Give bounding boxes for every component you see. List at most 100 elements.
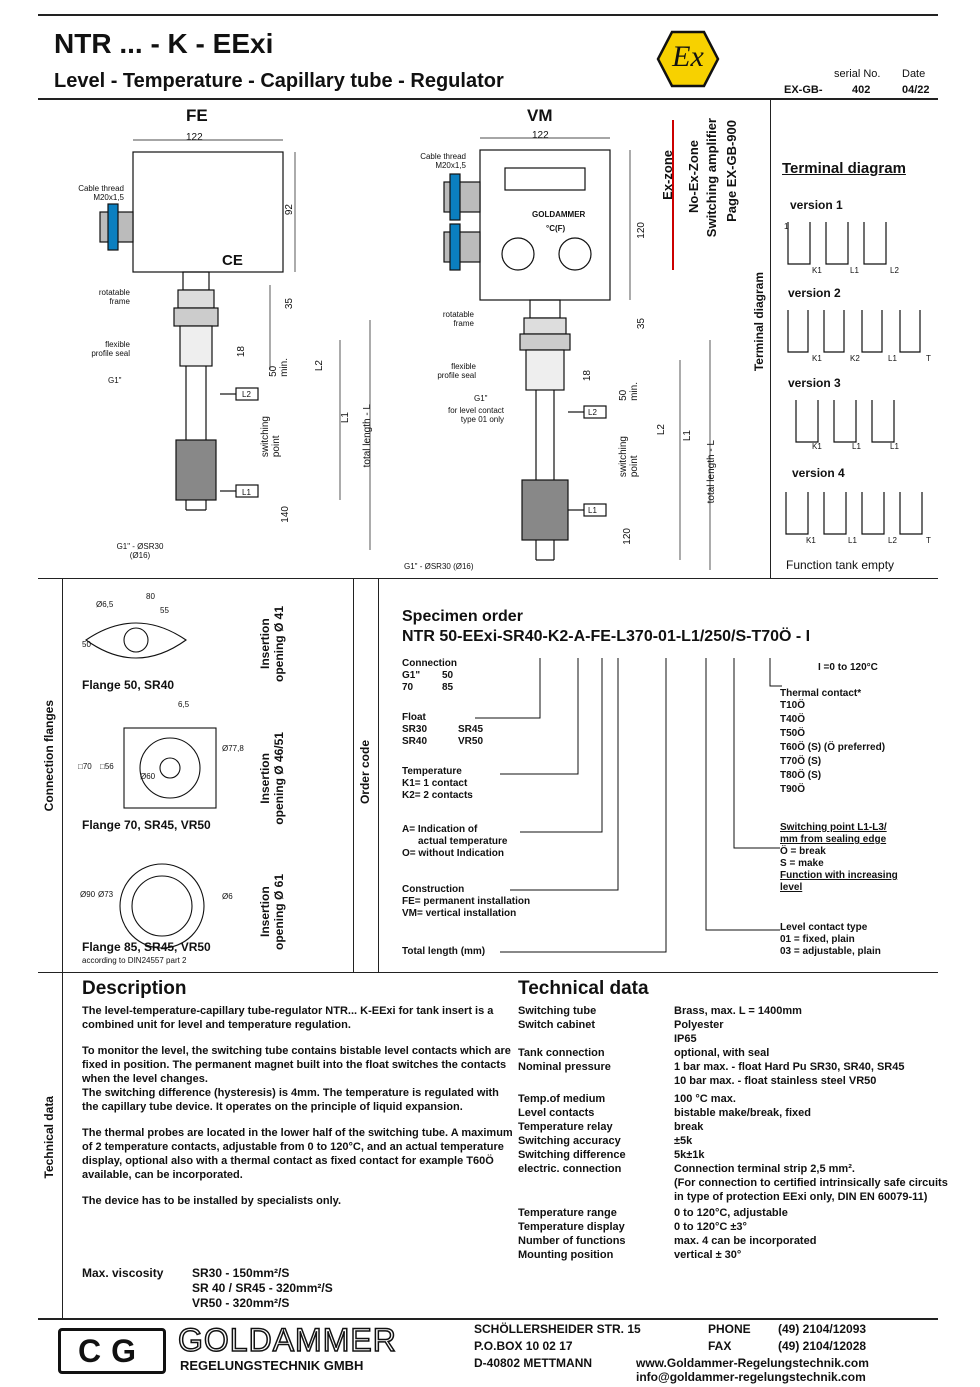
order-thermal-title: Thermal contact* <box>780 688 862 699</box>
order-thermal-t70: T70Ö (S) <box>780 756 822 767</box>
email-link[interactable]: info@goldammer-regelungstechnik.com <box>636 1370 866 1384</box>
website-link[interactable]: www.Goldammer-Regelungstechnik.com <box>636 1356 869 1370</box>
vm-flexible-seal: flexible profile seal <box>437 362 476 380</box>
fe-dim-92: 92 <box>284 204 295 216</box>
vm-dim-l2: L2 <box>656 424 667 436</box>
flange-85-label: Flange 85, SR45, VR50 <box>82 940 211 954</box>
order-indication-a: A= Indication of <box>402 824 478 835</box>
fax-label: FAX <box>708 1339 732 1353</box>
order-thermal-t10: T10Ö <box>780 700 806 711</box>
terminal-v2-contact-l1: L1 <box>888 354 897 363</box>
flange-70-opening: Insertion opening Ø 46/51 <box>258 732 286 825</box>
company-logo: CG <box>58 1328 166 1374</box>
description-paragraph-4: The device has to be installed by specia… <box>82 1195 341 1207</box>
fe-cable-thread: Cable thread M20x1,5 <box>78 184 124 202</box>
technical-title: Technical data <box>518 978 649 999</box>
order-thermal-t90: T90Ö <box>780 784 806 795</box>
fe-dim-140: 140 <box>280 506 291 523</box>
vm-g1-note: for level contact type 01 only <box>447 406 504 424</box>
flange-50-dim-hole: Ø6,5 <box>96 600 114 609</box>
phone-label: PHONE <box>708 1322 751 1336</box>
fe-l1-box: L1 <box>242 488 251 497</box>
order-connection-70: 70 <box>402 682 414 693</box>
order-level-contact-title: Level contact type <box>780 922 868 933</box>
order-indication-o: O= without Indication <box>402 848 504 859</box>
zone-page: Page EX-GB-900 <box>724 120 739 222</box>
vm-dim-120b: 120 <box>622 528 633 545</box>
vm-cable-thread: Cable thread M20x1,5 <box>420 152 466 170</box>
flange-70-dim-56: □56 <box>100 762 114 771</box>
flange-85-dim-90: Ø90 <box>80 890 96 899</box>
order-indication-actual: actual temperature <box>418 836 508 847</box>
flange-70-label: Flange 70, SR45, VR50 <box>82 818 211 832</box>
terminal-v1-contact-k1: K1 <box>812 266 822 275</box>
vm-dim-35: 35 <box>636 318 647 330</box>
terminal-v4-contact-t: T <box>926 536 931 545</box>
viscosity-row-3: VR50 - 320mm²/S <box>192 1296 290 1310</box>
fe-dim-50: 50 min. <box>268 358 290 377</box>
company-logo-text: CG <box>78 1332 146 1369</box>
flange-50-label: Flange 50, SR40 <box>82 678 175 692</box>
flange-85-dim-6: Ø6 <box>222 892 233 901</box>
date-value: 04/22 <box>902 84 930 96</box>
date-label: Date <box>902 68 926 80</box>
order-thermal-t40: T40Ö <box>780 714 806 725</box>
terminal-version-3: version 3 <box>788 376 841 390</box>
flange-70-dim-60: Ø60 <box>140 772 156 781</box>
description-paragraph-1: The level-temperature-capillary tube-reg… <box>82 1005 494 1031</box>
terminal-v3-contact-k1: K1 <box>812 442 822 451</box>
viscosity-row-1: SR30 - 150mm²/S <box>192 1266 290 1280</box>
vm-dim-l1: L1 <box>682 430 693 442</box>
order-level-contact-01: 01 = fixed, plain <box>780 934 855 945</box>
flange-50-dim-80: 80 <box>146 592 155 601</box>
order-thermal-t50: T50Ö <box>780 728 806 739</box>
terminal-v3-contact-l1: L1 <box>852 442 861 451</box>
terminal-v4-contact-l2: L2 <box>888 536 897 545</box>
flanges-side-label: Connection flanges <box>42 700 56 812</box>
serial-number: 402 <box>852 84 871 96</box>
order-connection-g1: G1" <box>402 670 421 681</box>
description-paragraph-2: To monitor the level, the switching tube… <box>82 1045 511 1113</box>
order-switching-make: S = make <box>780 858 824 869</box>
flange-85-dim-73: Ø73 <box>98 890 114 899</box>
order-temperature-title: Temperature <box>402 766 462 777</box>
terminal-v2-contact-t: T <box>926 354 931 363</box>
terminal-v4-contact-k1: K1 <box>806 536 816 545</box>
ce-mark: CE <box>222 252 243 269</box>
fe-switching-point: switching point <box>260 416 282 458</box>
viscosity-row-2: SR 40 / SR45 - 320mm²/S <box>192 1281 333 1295</box>
vm-bottom-note: G1" - ØSR30 (Ø16) <box>404 562 474 571</box>
order-range-i: I =0 to 120°C <box>818 662 878 673</box>
zone-amplifier: Switching amplifier <box>704 118 719 238</box>
vm-switching-point: switching point <box>618 436 640 478</box>
order-float-vr50: VR50 <box>458 736 484 747</box>
zone-ex: Ex-zone <box>660 150 675 200</box>
order-construction-vm: VM= vertical installation <box>402 908 517 919</box>
order-float-sr45: SR45 <box>458 724 484 735</box>
order-connection-85: 85 <box>442 682 454 693</box>
order-title: Specimen order <box>402 608 523 625</box>
fe-title: FE <box>186 106 208 125</box>
order-code: NTR 50-EExi-SR40-K2-A-FE-L370-01-L1/250/… <box>402 628 811 645</box>
ex-hexagon-icon <box>656 30 720 88</box>
terminal-version-2: version 2 <box>788 286 841 300</box>
order-switching-break: Ö = break <box>780 846 826 857</box>
flange-50-opening: Insertion opening Ø 41 <box>258 606 286 683</box>
fe-g1: G1" <box>108 376 122 385</box>
fe-flexible-seal: flexible profile seal <box>91 340 130 358</box>
address-street: SCHÖLLERSHEIDER STR. 15 <box>474 1322 641 1336</box>
terminal-schematic-4 <box>785 492 923 535</box>
order-temperature-k2: K2= 2 contacts <box>402 790 473 801</box>
flange-70-dim-778: Ø77,8 <box>222 744 244 753</box>
fe-total-length: total length - L <box>362 404 373 468</box>
flange-drawings <box>85 622 217 949</box>
flange-70-dim-65: 6,5 <box>178 700 190 709</box>
fe-width-dim: 122 <box>186 132 203 143</box>
terminal-v1-pins: 1 <box>784 222 789 231</box>
product-drawings <box>99 120 711 570</box>
order-side-label: Order code <box>358 740 372 805</box>
order-float-sr30: SR30 <box>402 724 428 735</box>
description-title: Description <box>82 978 187 999</box>
